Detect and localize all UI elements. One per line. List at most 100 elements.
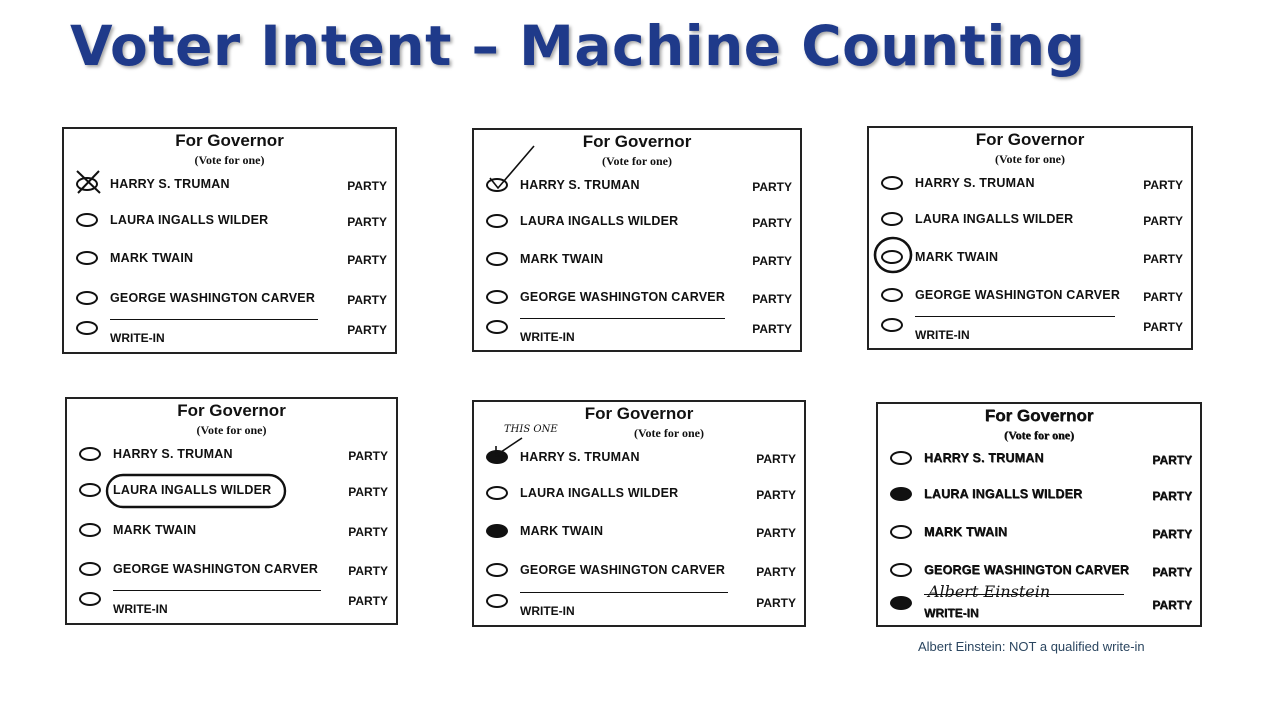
candidate-name: LAURA INGALLS WILDER [520, 486, 679, 500]
vote-oval-filled[interactable] [486, 524, 508, 538]
party-label: PARTY [1143, 178, 1183, 192]
party-label: PARTY [348, 564, 388, 578]
vote-oval[interactable] [79, 592, 101, 606]
party-label: PARTY [1152, 527, 1192, 541]
vote-oval[interactable] [486, 178, 508, 192]
candidate-name: HARRY S. TRUMAN [110, 177, 230, 191]
writein-line[interactable] [520, 592, 728, 593]
writein-row: WRITE-IN PARTY [67, 590, 396, 616]
candidate-name: LAURA INGALLS WILDER [924, 487, 1083, 501]
party-label: PARTY [756, 452, 796, 466]
candidate-row: HARRY S. TRUMAN PARTY [64, 175, 395, 197]
candidate-row: GEORGE WASHINGTON CARVER PARTY [67, 560, 396, 582]
vote-oval[interactable] [79, 562, 101, 576]
candidate-row: MARK TWAIN PARTY [67, 521, 396, 543]
vote-oval[interactable] [881, 250, 903, 264]
party-label: PARTY [1143, 320, 1183, 334]
candidate-row: MARK TWAIN PARTY [64, 249, 395, 271]
vote-oval[interactable] [486, 290, 508, 304]
vote-oval[interactable] [881, 176, 903, 190]
vote-oval-filled[interactable] [890, 487, 912, 501]
candidate-name: GEORGE WASHINGTON CARVER [520, 290, 726, 304]
vote-oval[interactable] [881, 318, 903, 332]
arrow-mark-icon [495, 437, 523, 457]
vote-oval[interactable] [486, 486, 508, 500]
writein-line[interactable] [924, 594, 1124, 595]
vote-oval[interactable] [881, 212, 903, 226]
writein-label: WRITE-IN [113, 602, 168, 616]
candidate-name: GEORGE WASHINGTON CARVER [520, 563, 726, 577]
party-label: PARTY [1152, 565, 1192, 579]
candidate-row: LAURA INGALLS WILDER PARTY [878, 485, 1200, 507]
vote-oval[interactable] [890, 451, 912, 465]
candidate-row: HARRY S. TRUMAN PARTY [67, 445, 396, 467]
party-label: PARTY [1152, 489, 1192, 503]
vote-oval[interactable] [79, 483, 101, 497]
party-label: PARTY [347, 179, 387, 193]
writein-label: WRITE-IN [520, 330, 575, 344]
x-mark-icon [76, 170, 101, 194]
party-label: PARTY [752, 292, 792, 306]
candidate-name: HARRY S. TRUMAN [520, 450, 640, 464]
vote-oval-filled[interactable] [890, 596, 912, 610]
candidate-row: LAURA INGALLS WILDER PARTY [67, 481, 396, 503]
vote-oval[interactable] [890, 563, 912, 577]
ballot-invalid-writein: For Governor (Vote for one) HARRY S. TRU… [876, 402, 1202, 627]
party-label: PARTY [752, 216, 792, 230]
vote-oval[interactable] [881, 288, 903, 302]
candidate-row: GEORGE WASHINGTON CARVER PARTY [64, 289, 395, 311]
candidate-name: MARK TWAIN [110, 251, 194, 265]
writein-row: WRITE-IN PARTY [878, 594, 1200, 620]
writein-line[interactable] [915, 316, 1115, 317]
candidate-name: MARK TWAIN [520, 252, 604, 266]
vote-oval-scribbled[interactable] [486, 450, 508, 464]
candidate-name: LAURA INGALLS WILDER [110, 213, 269, 227]
candidate-row: LAURA INGALLS WILDER PARTY [869, 210, 1191, 232]
party-label: PARTY [348, 594, 388, 608]
writein-line[interactable] [110, 319, 318, 320]
candidate-name: MARK TWAIN [924, 525, 1008, 539]
vote-oval[interactable] [486, 594, 508, 608]
writein-line[interactable] [520, 318, 725, 319]
vote-oval[interactable] [76, 321, 98, 335]
party-label: PARTY [348, 525, 388, 539]
vote-oval[interactable] [76, 291, 98, 305]
party-label: PARTY [347, 293, 387, 307]
candidate-row: HARRY S. TRUMAN PARTY [878, 449, 1200, 471]
candidate-row: MARK TWAIN PARTY [878, 523, 1200, 545]
candidate-row: MARK TWAIN PARTY [474, 522, 804, 544]
candidate-name: LAURA INGALLS WILDER [113, 483, 272, 497]
writein-line[interactable] [113, 590, 321, 591]
candidate-row: LAURA INGALLS WILDER PARTY [64, 211, 395, 233]
vote-oval[interactable] [76, 251, 98, 265]
writein-label: WRITE-IN [520, 604, 575, 618]
vote-oval[interactable] [486, 563, 508, 577]
candidate-name: HARRY S. TRUMAN [113, 447, 233, 461]
ballot-heading: For Governor [177, 401, 286, 420]
vote-oval[interactable] [890, 525, 912, 539]
candidate-name: GEORGE WASHINGTON CARVER [924, 563, 1130, 577]
ballot-circled-oval: For Governor (Vote for one) HARRY S. TRU… [867, 126, 1193, 350]
ballot-name-circled: For Governor (Vote for one) HARRY S. TRU… [65, 397, 398, 625]
ballot-arrow-and-filled: For Governor (Vote for one) HARRY S. TRU… [472, 400, 806, 627]
candidate-name: GEORGE WASHINGTON CARVER [915, 288, 1121, 302]
vote-oval[interactable] [76, 213, 98, 227]
party-label: PARTY [756, 596, 796, 610]
party-label: PARTY [752, 254, 792, 268]
candidate-row: HARRY S. TRUMAN PARTY [474, 176, 800, 198]
candidate-row: LAURA INGALLS WILDER PARTY [474, 212, 800, 234]
vote-oval[interactable] [79, 523, 101, 537]
vote-oval[interactable] [76, 177, 98, 191]
candidate-row: LAURA INGALLS WILDER PARTY [474, 484, 804, 506]
vote-oval[interactable] [486, 252, 508, 266]
party-label: PARTY [1143, 252, 1183, 266]
party-label: PARTY [756, 488, 796, 502]
candidate-row: HARRY S. TRUMAN PARTY [474, 448, 804, 470]
vote-oval[interactable] [486, 320, 508, 334]
candidate-row: GEORGE WASHINGTON CARVER PARTY [474, 561, 804, 583]
candidate-row: GEORGE WASHINGTON CARVER PARTY [878, 561, 1200, 583]
vote-oval[interactable] [79, 447, 101, 461]
party-label: PARTY [348, 485, 388, 499]
party-label: PARTY [1152, 598, 1192, 612]
vote-oval[interactable] [486, 214, 508, 228]
